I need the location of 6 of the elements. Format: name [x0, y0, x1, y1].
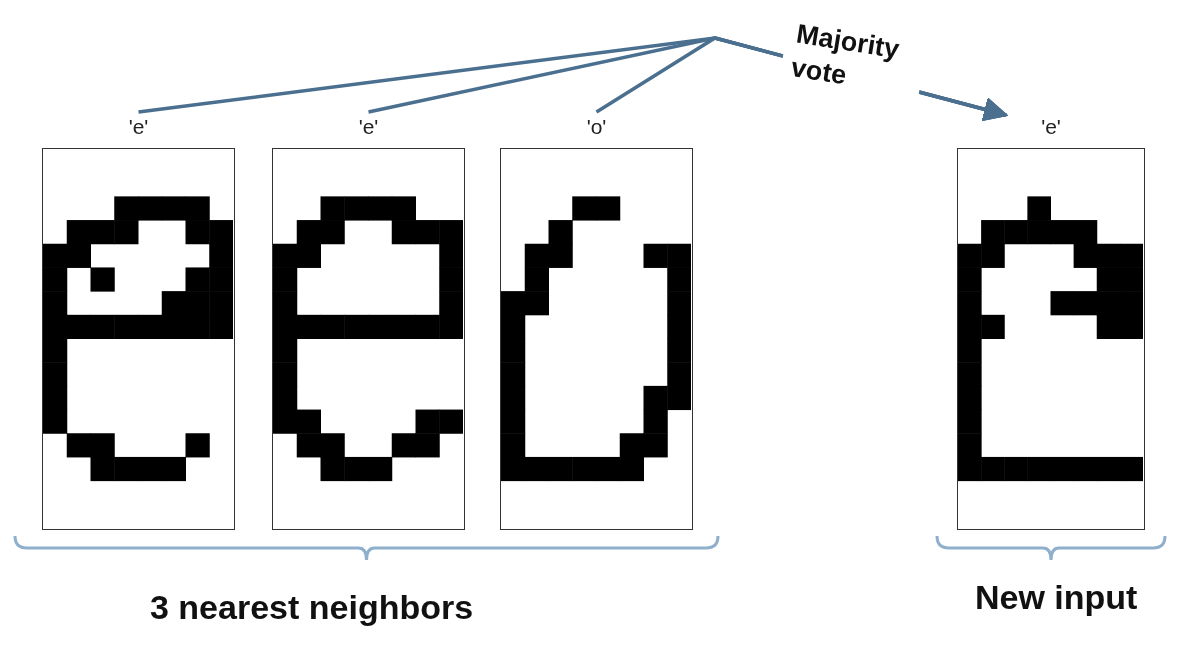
class-label: 'o' [586, 115, 607, 139]
caption: 3 nearest neighbors [150, 588, 474, 627]
class-label: 'e' [358, 115, 379, 139]
class-label: 'e' [1041, 115, 1061, 139]
caption: New input [975, 578, 1138, 617]
class-label: 'e' [128, 115, 149, 139]
